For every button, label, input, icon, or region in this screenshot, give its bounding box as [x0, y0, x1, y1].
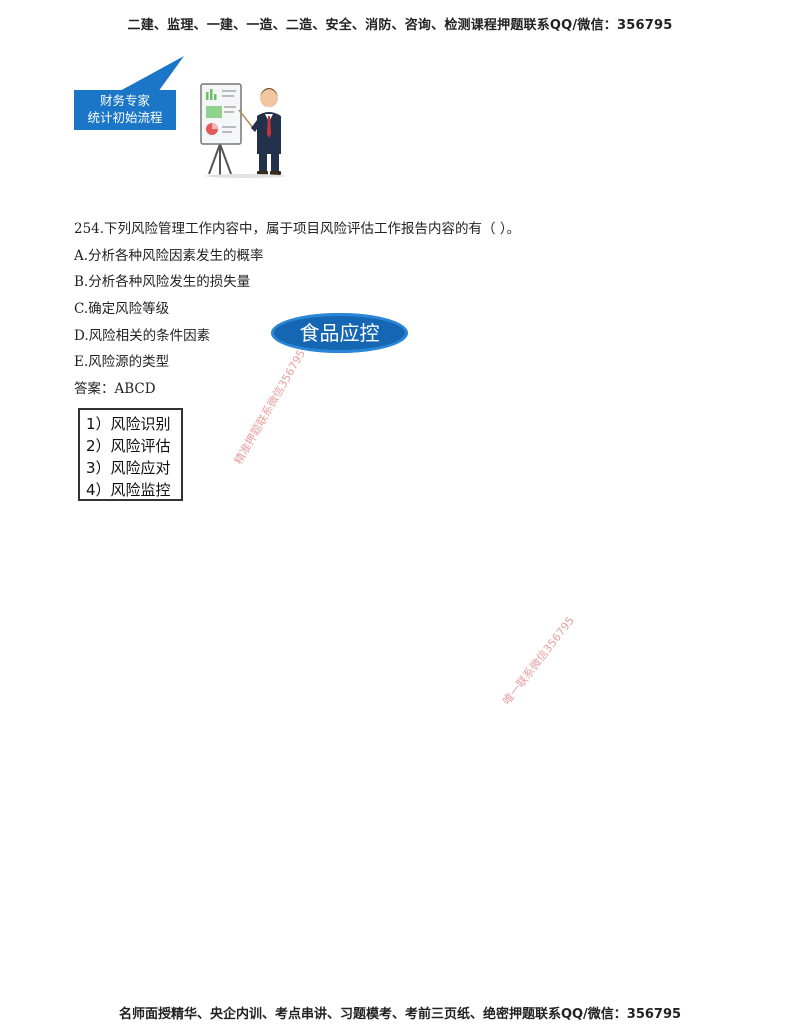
page-footer: 名师面授精华、央企内训、考点串讲、习题模考、考前三页纸、绝密押题联系QQ/微信：…	[118, 1007, 682, 1022]
option-b: B.分析各种风险发生的损失量	[74, 274, 251, 291]
risk-steps-box: 1）风险识别 2）风险评估 3）风险应对 4）风险监控	[78, 408, 183, 501]
answer: 答案：ABCD	[74, 381, 156, 398]
callout-line-2: 统计初始流程	[87, 110, 163, 125]
step-1: 1）风险识别	[86, 415, 171, 433]
step-2: 2）风险评估	[86, 437, 171, 455]
option-c: C.确定风险等级	[74, 301, 170, 318]
step-3: 3）风险应对	[86, 459, 171, 477]
question-block: 254.下列风险管理工作内容中，属于项目风险评估工作报告内容的有（ ）。 A.分…	[74, 220, 520, 407]
callout-box: 财务专家 统计初始流程	[74, 90, 176, 130]
callout-tail	[118, 56, 184, 92]
watermark-2: 唯一联系微信356795	[500, 614, 578, 708]
page-header: 二建、监理、一建、一造、二造、安全、消防、咨询、检测课程押题联系QQ/微信：35…	[127, 18, 673, 33]
option-e: E.风险源的类型	[74, 354, 170, 371]
step-4: 4）风险监控	[86, 481, 171, 499]
option-d: D.风险相关的条件因素	[74, 327, 211, 344]
presenter-illustration	[200, 83, 285, 178]
option-a: A.分析各种风险因素发生的概率	[74, 247, 264, 264]
question-stem: 254.下列风险管理工作内容中，属于项目风险评估工作报告内容的有（ ）。	[74, 221, 521, 237]
food-control-badge: 食品应控	[271, 313, 408, 353]
callout-line-1: 财务专家	[99, 93, 150, 108]
